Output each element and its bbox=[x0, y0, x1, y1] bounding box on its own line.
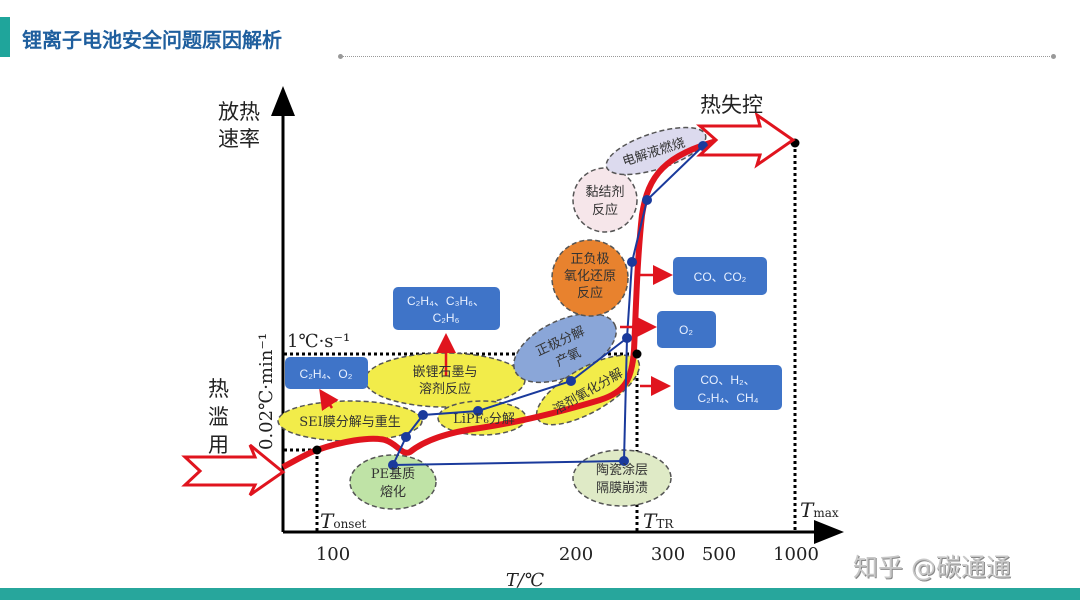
reaction-label: 熔化 bbox=[380, 485, 406, 500]
divider-dot bbox=[338, 54, 343, 59]
gas-box-2 bbox=[393, 287, 500, 330]
gas-label: CO、H₂、 bbox=[700, 373, 755, 387]
reaction-label: SEI膜分解与重生 bbox=[299, 414, 401, 430]
header-accent-bar bbox=[0, 17, 10, 57]
reaction-ceramic bbox=[572, 449, 672, 507]
x-axis-label: T/℃ bbox=[506, 570, 544, 591]
gas-label: O₂ bbox=[679, 323, 693, 337]
y-axis-label: 速率 bbox=[218, 127, 260, 151]
reaction-label: 正负极 bbox=[570, 252, 609, 267]
gas-label: C₂H₄、CH₄ bbox=[697, 391, 758, 405]
rate-label-low: 0.02℃·min⁻¹ bbox=[256, 333, 277, 450]
gas-release-arrows bbox=[319, 265, 673, 412]
reaction-label: 嵌锂石墨与 bbox=[412, 365, 477, 380]
t-onset-label: Tonset bbox=[320, 509, 367, 533]
reaction-label: LiPF₆分解 bbox=[453, 412, 515, 427]
reaction-label: 溶剂反应 bbox=[419, 381, 471, 397]
thermal-abuse-label: 用 bbox=[208, 433, 229, 457]
thermal-runaway-label: 热失控 bbox=[700, 93, 763, 117]
gas-label: C₂H₆ bbox=[433, 311, 460, 325]
footer-band bbox=[0, 588, 1080, 600]
rate-label-high: 1℃·s⁻¹ bbox=[287, 331, 350, 352]
t-tr-label: TTR bbox=[643, 509, 674, 533]
reaction-label: PE基质 bbox=[371, 467, 415, 482]
x-tick-label: 500 bbox=[702, 544, 736, 565]
reaction-label: 氧化还原 bbox=[564, 269, 616, 284]
reaction-sequence-path bbox=[388, 141, 708, 470]
x-tick-label: 200 bbox=[559, 544, 593, 565]
x-tick-label: 300 bbox=[651, 544, 685, 565]
page-title: 锂离子电池安全问题原因解析 bbox=[22, 28, 282, 52]
gas-box-5 bbox=[674, 365, 782, 410]
thermal-abuse-label: 热 bbox=[208, 377, 229, 401]
reaction-redox bbox=[551, 239, 629, 317]
thermal-abuse-arrow bbox=[181, 443, 286, 497]
tr-point bbox=[632, 349, 642, 359]
x-tick-label: 100 bbox=[316, 544, 350, 565]
gas-box-4 bbox=[657, 311, 716, 348]
gas-box-3 bbox=[673, 257, 767, 295]
reaction-pe bbox=[349, 454, 437, 510]
reaction-label: 反应 bbox=[577, 285, 603, 301]
onset-point bbox=[312, 445, 322, 455]
thermal-abuse-label: 滥 bbox=[208, 405, 229, 429]
reaction-label: 陶瓷涂层 bbox=[596, 462, 648, 478]
gas-label: C₂H₄、C₃H₆、 bbox=[407, 294, 485, 308]
reaction-label: 反应 bbox=[592, 202, 618, 218]
header-divider bbox=[340, 56, 1052, 57]
gas-label: C₂H₄、O₂ bbox=[300, 367, 353, 381]
reaction-label: 隔膜崩溃 bbox=[596, 481, 648, 496]
reaction-binder bbox=[572, 167, 638, 233]
x-tick-label: 1000 bbox=[773, 544, 819, 565]
t-max-label: Tmax bbox=[800, 498, 839, 522]
gas-label: CO、CO₂ bbox=[694, 270, 747, 284]
divider-dot bbox=[1051, 54, 1056, 59]
reaction-sei bbox=[277, 400, 423, 442]
thermal-runaway-arrow bbox=[696, 111, 796, 169]
y-axis-label: 放热 bbox=[218, 100, 260, 124]
reaction-label: 黏结剂 bbox=[585, 184, 624, 200]
watermark: 知乎 @碳通通 bbox=[853, 553, 1011, 582]
gas-box-1 bbox=[285, 357, 368, 389]
